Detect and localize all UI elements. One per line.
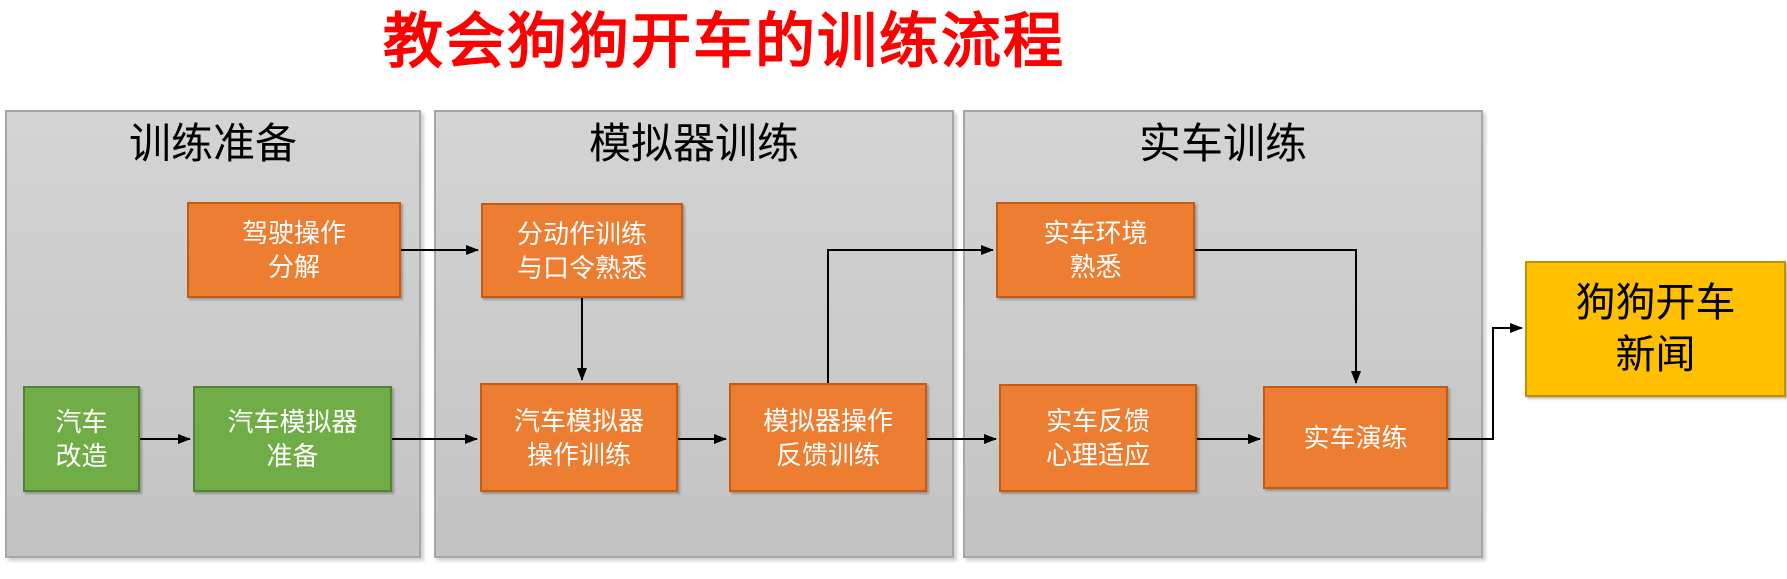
node-simulator-feedback-training: 模拟器操作 反馈训练 [729, 383, 927, 492]
panel-real-car-training-title: 实车训练 [1138, 120, 1307, 167]
node-car-modification: 汽车 改造 [23, 386, 140, 492]
node-simulator-preparation: 汽车模拟器 准备 [193, 386, 392, 492]
panel-preparation-title: 训练准备 [128, 120, 297, 167]
node-driving-operation-decomposition: 驾驶操作 分解 [187, 202, 401, 298]
node-real-car-drill: 实车演练 [1263, 386, 1448, 489]
node-action-command-training: 分动作训练 与口令熟悉 [481, 203, 683, 298]
node-real-car-feedback: 实车反馈 心理适应 [999, 384, 1197, 492]
node-simulator-operation-training: 汽车模拟器 操作训练 [480, 383, 678, 492]
node-dog-driving-news: 狗狗开车 新闻 [1525, 261, 1786, 397]
panel-simulator-training-title: 模拟器训练 [588, 120, 799, 167]
node-real-car-environment: 实车环境 熟悉 [996, 202, 1195, 298]
page-title: 教会狗狗开车的训练流程 [383, 8, 1065, 75]
